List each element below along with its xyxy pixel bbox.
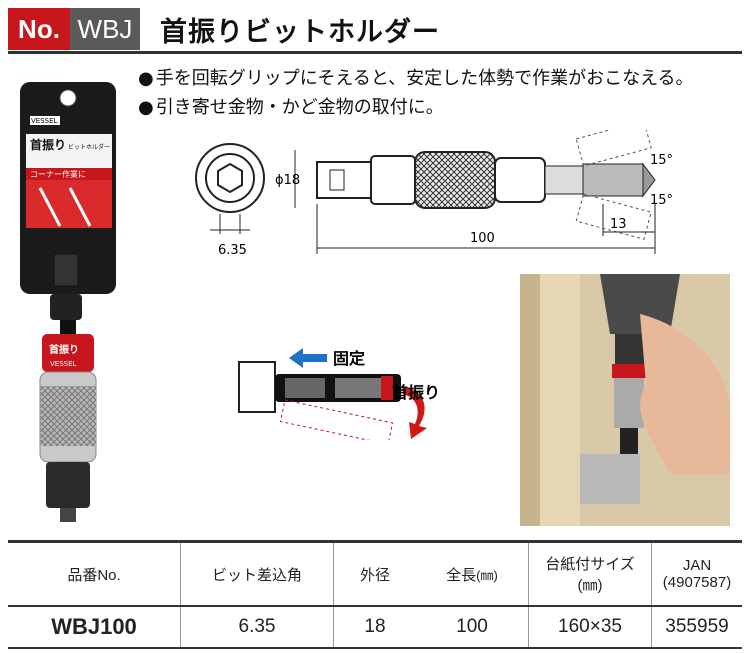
collar-code: VESSEL [50,360,77,368]
cell-card-size: 160×35 [528,606,652,649]
feature-item: 手を回転グリップにそえると、安定した体勢で作業がおこなえる。 [138,64,694,93]
collar-label: 首振り [49,343,79,356]
dimension-diagram: 6.35 ϕ18 15° 15° 100 13 [195,130,673,258]
no-badge: No. [8,8,70,50]
usage-photo [520,274,730,526]
package-label: 首振り [30,137,66,152]
swing-label: 首振り [392,383,440,402]
header-jan: JAN(4907587) [651,540,742,607]
cell-model: WBJ100 [8,606,181,649]
header-card-size: 台紙付サイズ(㎜) [528,540,652,607]
cell-jan: 355959 [651,606,742,649]
length-dimension: 100 [470,231,495,246]
product-code-badge: WBJ [70,8,140,50]
cell-outer: 18 [333,606,416,649]
product-package-image: VESSEL 首振り ビットホルダー コーナー作業に 首振り VESSEL [20,82,116,522]
diameter-dimension: ϕ18 [275,173,300,188]
hex-dimension: 6.35 [218,243,247,258]
angle-top: 15° [650,153,673,168]
header-outer: 外径 [333,540,416,607]
swing-illustration: 固定 首振り [238,348,440,440]
cell-length: 100 [416,606,529,649]
cell-bit: 6.35 [180,606,334,649]
package-sub: ビットホルダー [68,143,110,151]
package-corner: コーナー作業に [30,169,86,179]
feature-list: 手を回転グリップにそえると、安定した体勢で作業がおこなえる。 引き寄せ金物・かど… [138,64,694,122]
header-bit: ビット差込角 [180,540,334,607]
header-divider [8,51,742,54]
feature-item: 引き寄せ金物・かど金物の取付に。 [138,93,694,122]
table-row: WBJ100 6.35 18 100 160×35 355959 [8,606,742,649]
page-title: 首振りビットホルダー [160,16,440,48]
header-length: 全長(㎜) [416,540,529,607]
table-header-row: 品番No. ビット差込角 外径 全長(㎜) 台紙付サイズ(㎜) JAN(4907… [8,540,742,607]
tip-dimension: 13 [610,217,627,232]
angle-bottom: 15° [650,193,673,208]
spec-table: 品番No. ビット差込角 外径 全長(㎜) 台紙付サイズ(㎜) JAN(4907… [8,540,742,649]
header-model: 品番No. [8,540,181,607]
fixed-label: 固定 [333,349,365,368]
package-brand: VESSEL [31,117,58,125]
